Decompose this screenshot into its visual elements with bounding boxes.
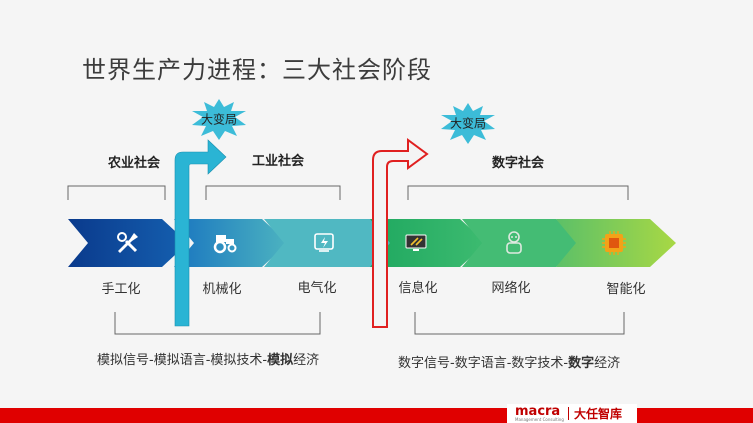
page-title: 世界生产力进程：三大社会阶段 [82,56,432,84]
era-brace-digital [407,185,629,200]
transition-label-1: 大变局 [200,112,238,127]
burst-1 [192,99,246,140]
chevron-network [462,219,582,267]
logo-subtitle: Management Consulting [515,417,564,422]
logo-divider [568,407,569,420]
stage-label-intelligent: 智能化 [606,282,646,297]
tools-icon [117,232,138,253]
chevron-information [370,219,486,267]
footer-bar [0,408,753,423]
era-brace-industry [205,185,341,200]
burst-2 [441,103,495,144]
economy-label-digital: 数字信号-数字语言-数字技术-数字经济 [398,356,621,371]
era-label-agriculture: 农业社会 [108,156,161,171]
stage-label-handcraft: 手工化 [101,282,141,297]
logo [507,404,637,423]
logo-brand: macra [515,404,561,419]
logo-cn-name: 大任智库 [574,407,623,421]
electricity-icon [314,233,334,252]
economy-brace-digital [414,312,625,335]
transition-arrow-1 [174,139,227,327]
era-brace-agri [67,185,166,200]
transition-label-2: 大变局 [449,116,487,131]
stage-label-network: 网络化 [491,281,531,296]
stage-label-mechanized: 机械化 [202,282,242,297]
stage-label-electric: 电气化 [297,281,337,296]
era-label-industry: 工业社会 [252,154,305,169]
robot-icon [506,231,522,254]
chevron-electric [264,219,398,267]
tractor-icon [213,235,237,254]
economy-brace-analog [114,312,321,335]
stage-chevron-band [68,219,676,267]
chip-icon [602,231,626,255]
stage-label-information: 信息化 [398,281,438,296]
transition-arrow-2 [372,138,429,328]
era-label-digital: 数字社会 [492,156,545,171]
economy-label-analog: 模拟信号-模拟语言-模拟技术-模拟经济 [97,353,320,368]
monitor-icon [405,234,427,251]
